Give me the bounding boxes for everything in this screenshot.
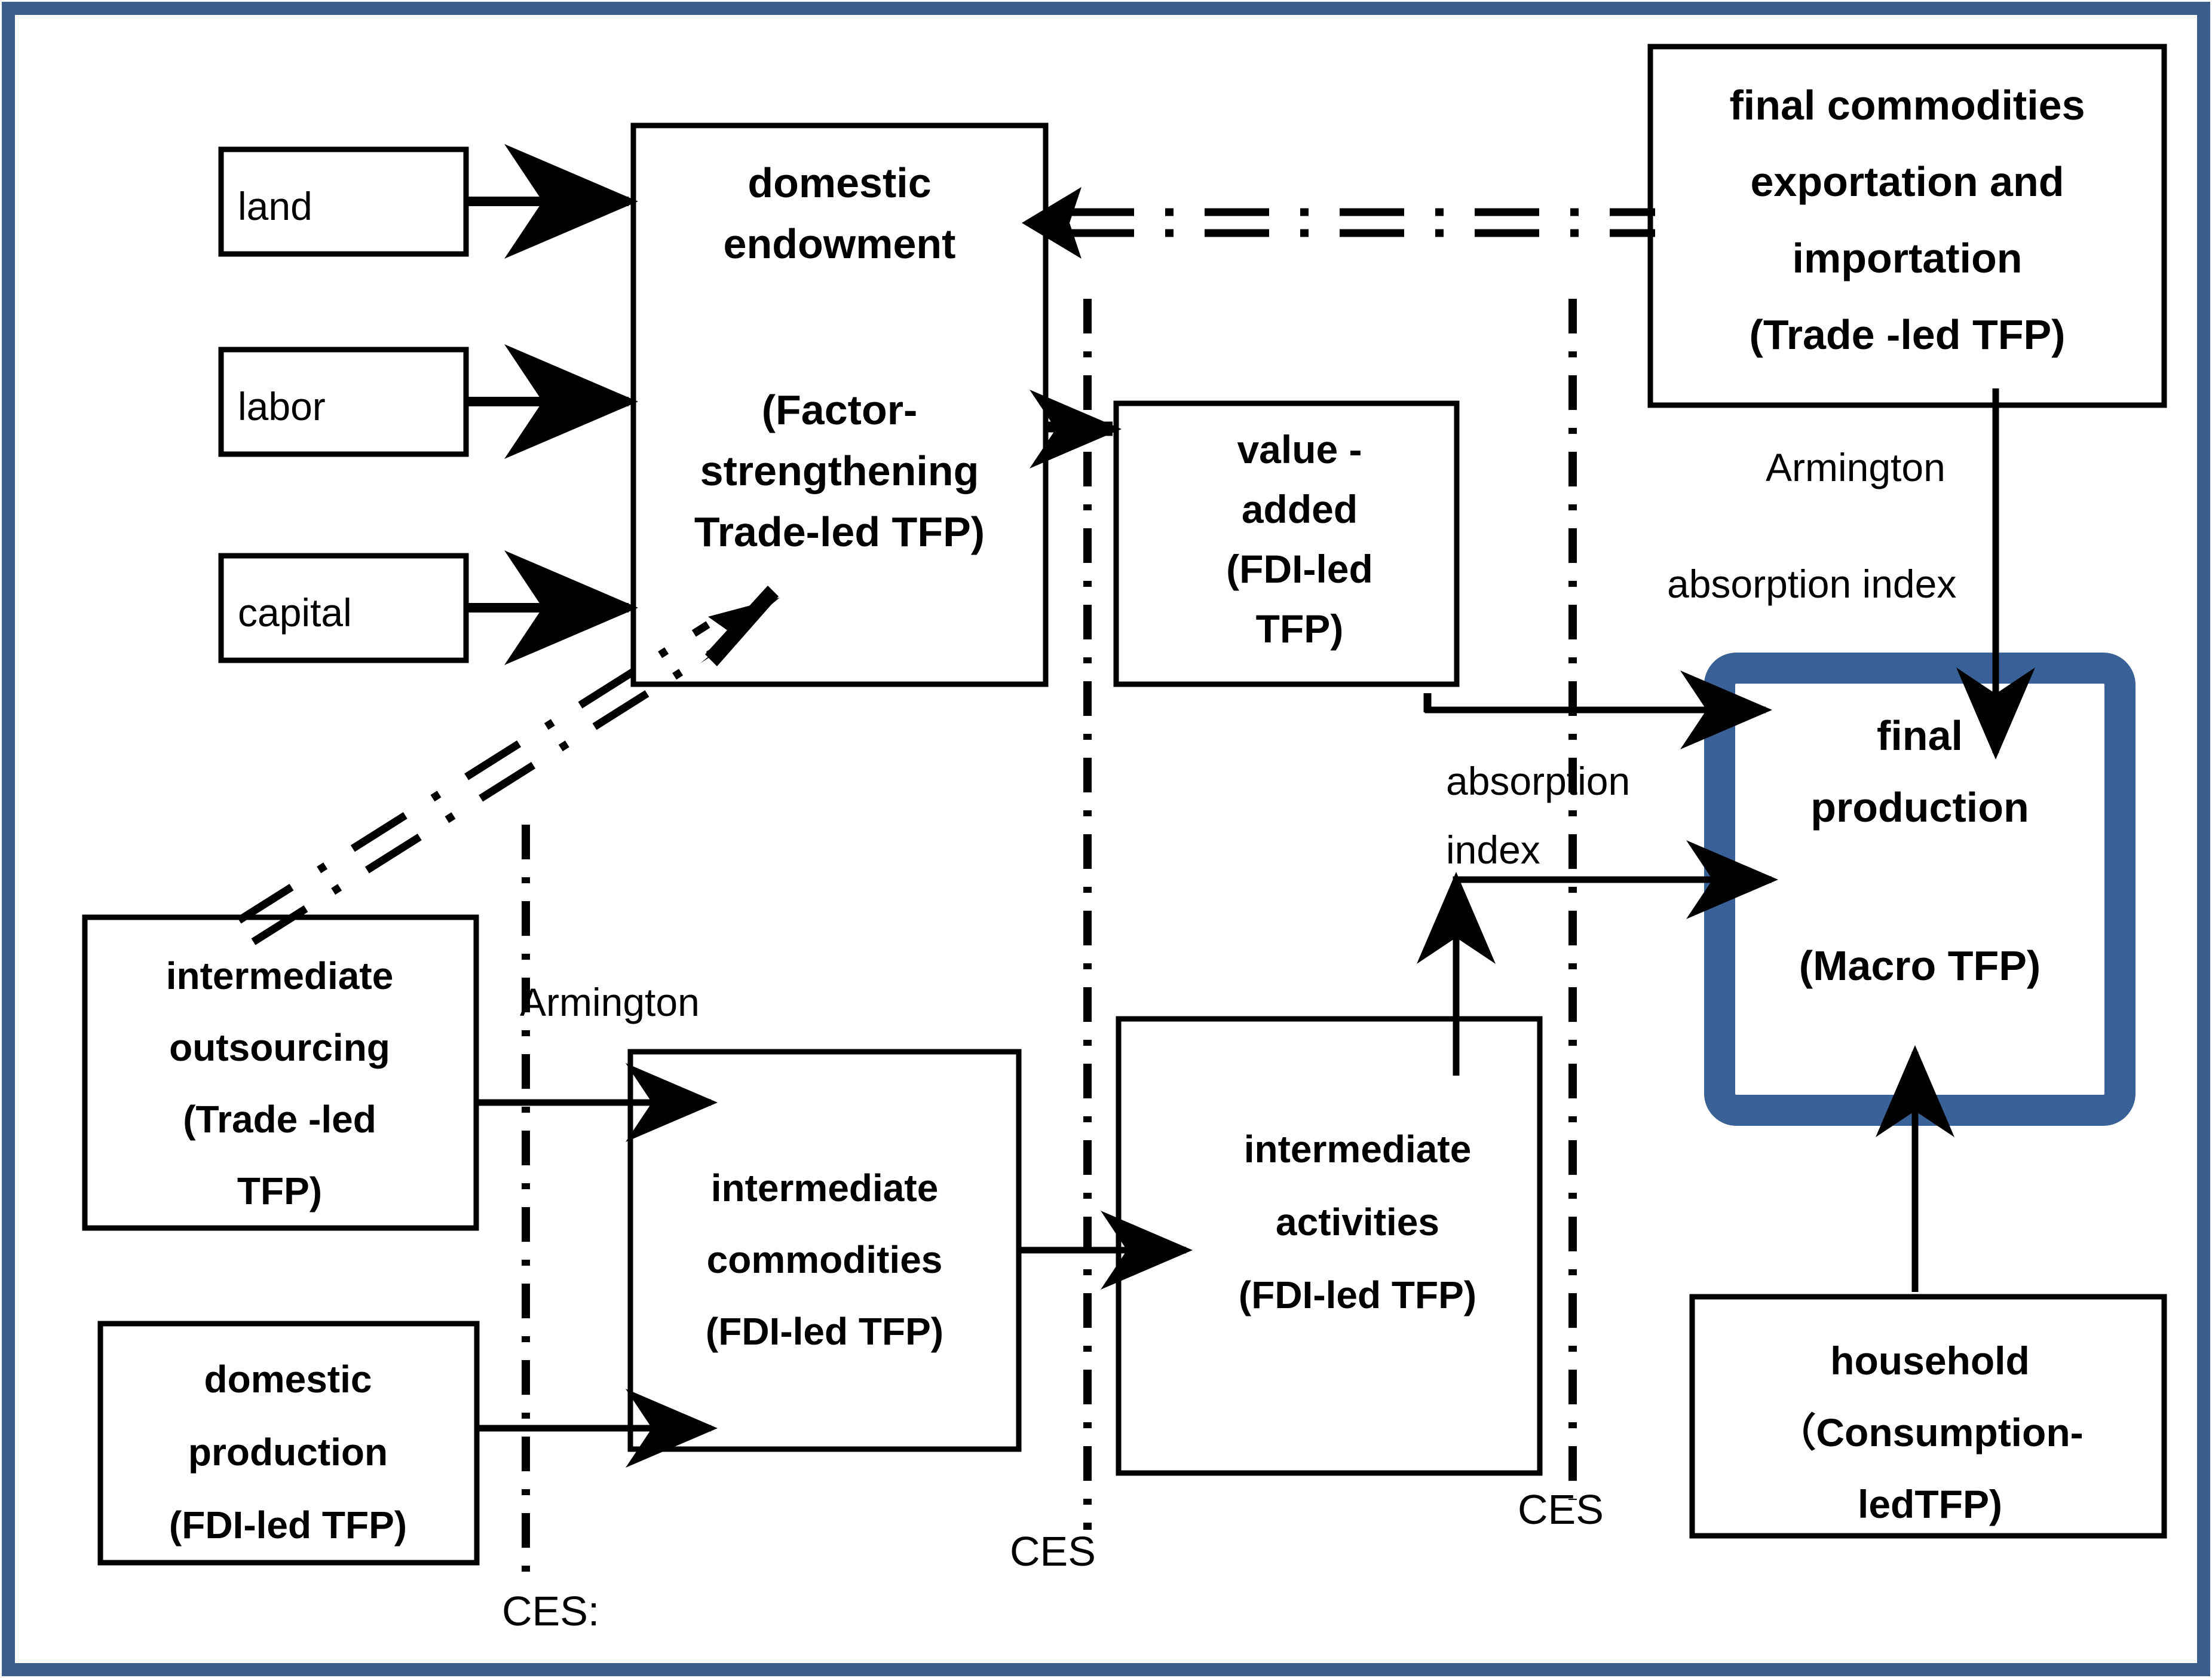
node-final-commodities[interactable]	[1647, 44, 2167, 408]
node-labor-label: labor	[238, 384, 326, 428]
node-land[interactable]	[218, 146, 469, 257]
node-intermediate-activities-line2: activities	[1276, 1201, 1439, 1244]
node-final-production-line2: production	[1810, 784, 2029, 831]
node-intermediate-commodities-line3: (FDI-led TFP)	[706, 1310, 943, 1353]
node-value-added-line3: (FDI-led	[1226, 547, 1373, 591]
node-intermediate-commodities-line1: intermediate	[711, 1166, 939, 1209]
node-intermediate-activities[interactable]	[1116, 1016, 1543, 1476]
node-intermediate-activities-line1: intermediate	[1244, 1128, 1472, 1171]
node-household-line1: household	[1830, 1339, 2030, 1383]
label-absorption-line2: index	[1446, 828, 1540, 872]
node-final-commodities-line4: (Trade -led TFP)	[1750, 311, 2066, 358]
label-armington-right-line1: Armington	[1766, 445, 1946, 489]
node-value-added-line1: value -	[1237, 427, 1362, 471]
node-land-label: land	[238, 184, 313, 228]
node-capital[interactable]	[218, 553, 469, 663]
node-final-production-line1: final	[1877, 712, 1963, 759]
node-domestic-production-line2: production	[188, 1431, 388, 1474]
node-value-added-line4: TFP)	[1256, 607, 1344, 651]
node-domestic-endowment-line4: strengthening	[700, 448, 979, 494]
node-value-added-line2: added	[1242, 487, 1358, 531]
node-household-line3: ledTFP)	[1858, 1482, 2002, 1526]
node-domestic-production-line3: (FDI-led TFP)	[169, 1504, 407, 1547]
node-domestic-endowment-line1: domestic	[747, 160, 931, 206]
dashdot-double-arrow-trade	[1022, 187, 1655, 259]
node-domestic-endowment-line5: Trade-led TFP)	[694, 509, 985, 555]
node-household[interactable]	[1689, 1294, 2167, 1539]
node-intermediate-outsourcing-line1: intermediate	[166, 954, 394, 997]
dashdot-double-arrow-outsourcing	[237, 586, 780, 945]
node-intermediate-commodities-line2: commodities	[707, 1238, 943, 1281]
label-armington-left: Armington	[520, 980, 700, 1024]
label-ces-left: CES:	[502, 1588, 599, 1634]
node-intermediate-outsourcing-line4: TFP)	[237, 1169, 322, 1212]
node-value-added[interactable]	[1113, 400, 1460, 687]
node-domestic-production-line1: domestic	[204, 1358, 372, 1401]
node-household-line2: （Consumption-	[1776, 1410, 2083, 1455]
node-final-commodities-line2: exportation and	[1750, 158, 2064, 205]
node-domestic-endowment-line3: (Factor-	[762, 387, 918, 433]
node-final-commodities-line3: importation	[1793, 235, 2023, 281]
node-capital-label: capital	[238, 590, 352, 635]
label-ces-right: CES	[1518, 1486, 1604, 1533]
node-domestic-production[interactable]	[97, 1321, 480, 1566]
label-ces-middle: CES	[1010, 1528, 1096, 1575]
label-armington-right-line2: absorption index	[1667, 562, 1956, 606]
node-intermediate-outsourcing-line2: outsourcing	[169, 1026, 390, 1069]
node-intermediate-outsourcing-line3: (Trade -led	[183, 1098, 376, 1141]
label-absorption-line1: absorption	[1446, 759, 1630, 803]
node-intermediate-activities-line3: (FDI-led TFP)	[1239, 1273, 1476, 1316]
node-final-commodities-line1: final commodities	[1729, 82, 2085, 128]
node-final-production-line3: (Macro TFP)	[1799, 942, 2041, 989]
node-domestic-endowment-line2: endowment	[724, 221, 956, 267]
node-intermediate-outsourcing[interactable]	[82, 914, 479, 1231]
node-domestic-endowment[interactable]	[630, 123, 1049, 687]
node-labor[interactable]	[218, 347, 469, 457]
